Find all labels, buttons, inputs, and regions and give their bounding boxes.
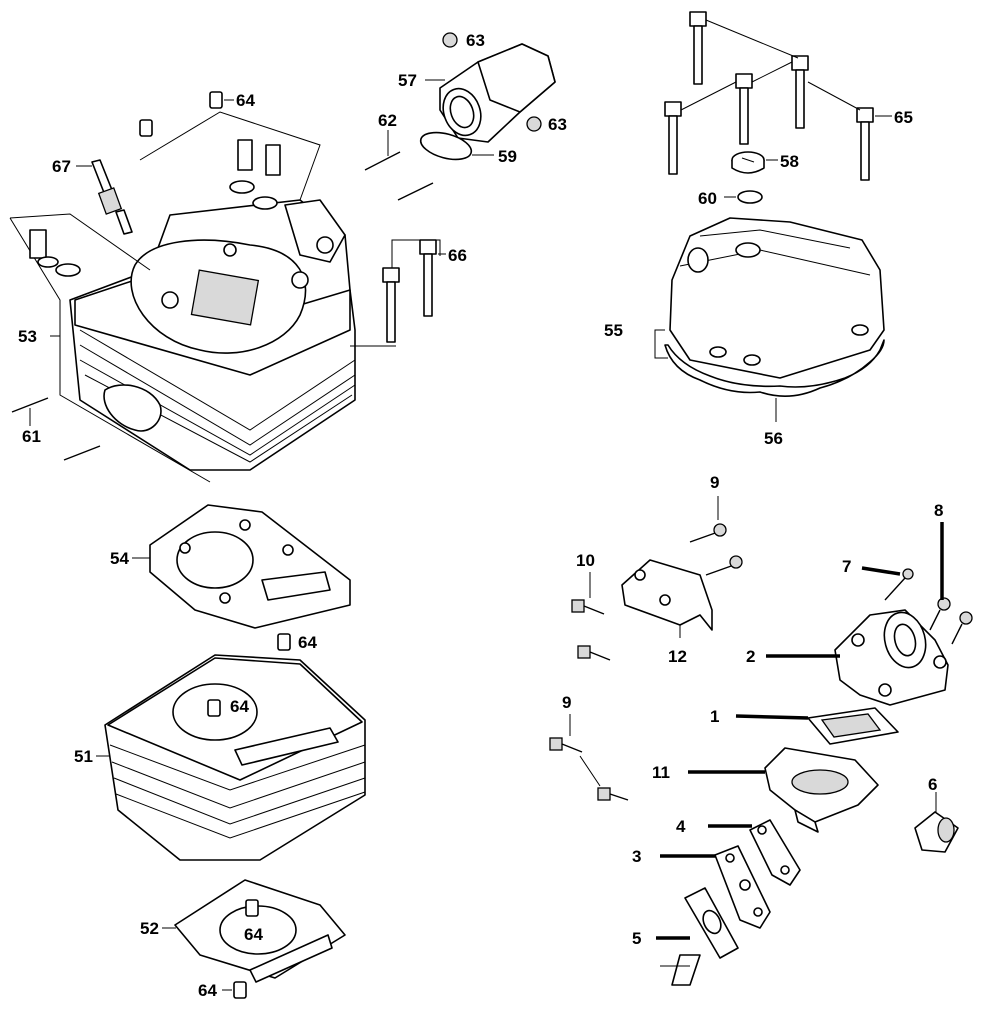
callout-10: 10	[576, 551, 595, 570]
callout-59: 59	[498, 147, 517, 166]
dowel-pin	[233, 981, 247, 999]
nut	[526, 116, 542, 132]
callout-8: 8	[934, 501, 943, 520]
callout-56: 56	[764, 429, 783, 448]
cap	[914, 811, 959, 853]
callout-1: 1	[710, 707, 719, 726]
callout-7: 7	[842, 557, 851, 576]
cover-bolt	[664, 11, 874, 181]
callout-9: 9	[710, 473, 719, 492]
callout-67: 67	[52, 157, 71, 176]
nut	[442, 32, 458, 48]
screw	[929, 597, 973, 645]
spacer	[660, 887, 739, 986]
callout-54: 54	[110, 549, 129, 568]
valve-group-outline	[139, 111, 321, 201]
screw	[571, 599, 611, 661]
callout-6: 6	[928, 775, 937, 794]
head-bolt	[382, 239, 437, 343]
dowel-pin	[209, 91, 223, 109]
head-gasket	[149, 504, 351, 629]
cylinder-block	[104, 654, 366, 861]
o-ring	[737, 190, 763, 204]
callout-66: 66	[448, 246, 467, 265]
callout-5: 5	[632, 929, 641, 948]
callout-64: 64	[236, 91, 255, 110]
cylinder-head	[69, 199, 356, 471]
callout-63: 63	[548, 115, 567, 134]
cylinder-head-group-outline	[9, 213, 211, 483]
screw	[884, 568, 914, 601]
callout-64: 64	[198, 981, 217, 1000]
reed-valve	[807, 707, 899, 745]
callout-57: 57	[398, 71, 417, 90]
callout-55: 55	[604, 321, 623, 340]
spark-plug	[91, 159, 133, 235]
callout-11: 11	[652, 763, 670, 782]
callout-58: 58	[780, 152, 799, 171]
screw	[549, 737, 629, 801]
callout-4: 4	[676, 817, 686, 836]
callout-64: 64	[298, 633, 317, 652]
o-ring	[419, 131, 473, 161]
oil-filler-cap	[731, 151, 765, 174]
callout-51: 51	[74, 747, 93, 766]
valve-cover	[669, 217, 885, 379]
callout-61: 61	[22, 427, 41, 446]
callout-53: 53	[18, 327, 37, 346]
dowel-pin	[139, 119, 153, 137]
callout-52: 52	[140, 919, 159, 938]
valve-cover-gasket	[664, 339, 885, 397]
callout-9: 9	[562, 693, 571, 712]
callout-65: 65	[894, 108, 913, 127]
stud-bolt	[11, 151, 434, 461]
callout-60: 60	[698, 189, 717, 208]
intake-manifold	[764, 747, 879, 833]
callout-63: 63	[466, 31, 485, 50]
screw	[689, 523, 743, 576]
base-gasket	[174, 879, 346, 983]
callout-62: 62	[378, 111, 397, 130]
callout-64: 64	[244, 925, 263, 944]
callout-12: 12	[668, 647, 687, 666]
carburetor-joint	[834, 609, 949, 706]
callout-3: 3	[632, 847, 641, 866]
valve-assembly	[29, 139, 281, 277]
intake-pipe	[439, 43, 556, 143]
callout-64: 64	[230, 697, 249, 716]
dowel-pin	[277, 633, 291, 651]
callout-2: 2	[746, 647, 755, 666]
